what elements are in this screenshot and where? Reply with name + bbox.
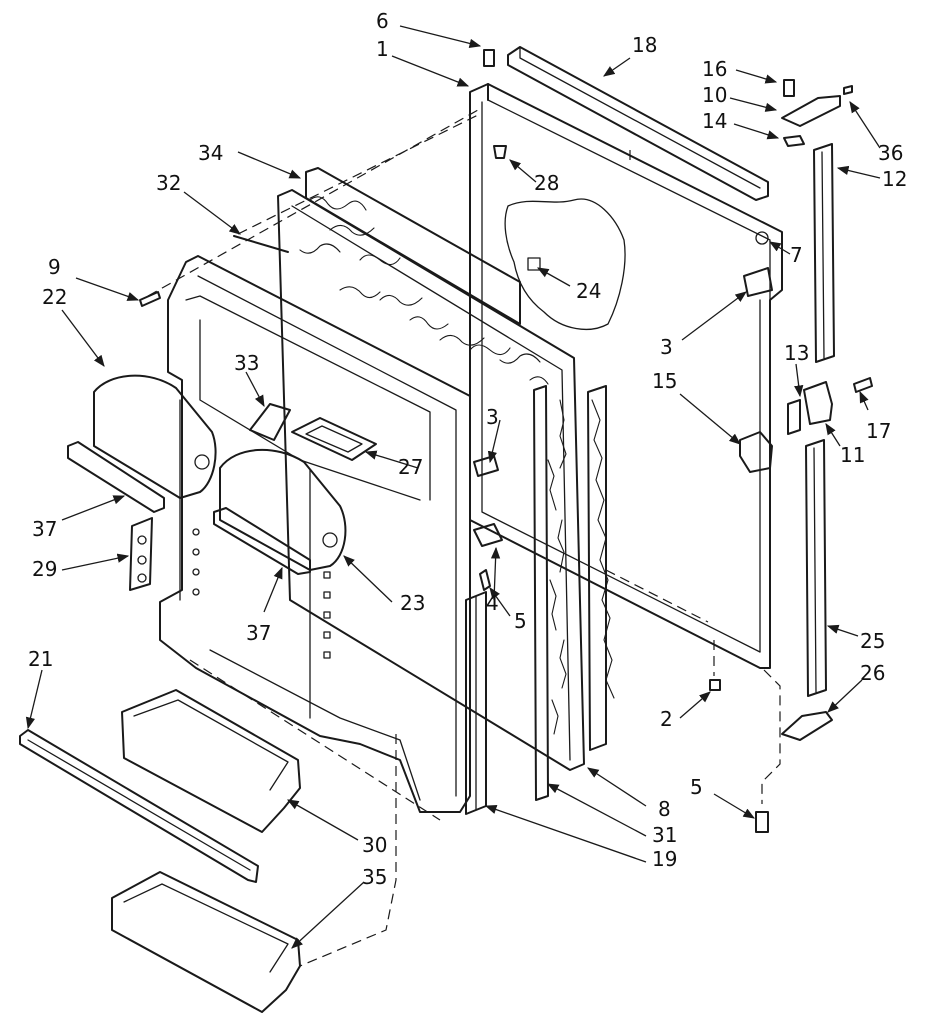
insulation-patch-24 [504, 198, 626, 330]
callout-36: 36 [878, 141, 903, 165]
callout-12: 12 [882, 167, 907, 191]
callout-4: 4 [486, 591, 499, 615]
callout-33: 33 [234, 351, 259, 375]
callout-leaders [25, 25, 881, 949]
callout-15: 15 [652, 369, 677, 393]
spacer-14 [783, 135, 805, 147]
callout-19: 19 [652, 847, 677, 871]
hinge-10 [781, 95, 841, 127]
callout-18: 18 [632, 33, 657, 57]
foam-panel-34 [277, 167, 585, 771]
ice-tray-27 [291, 417, 377, 461]
callout-32: 32 [156, 171, 181, 195]
callout-30: 30 [362, 833, 387, 857]
callout-2: 2 [660, 707, 673, 731]
callout-21: 21 [28, 647, 53, 671]
callout-35: 35 [362, 865, 387, 889]
callout-22: 22 [42, 285, 67, 309]
dairy-door-23 [219, 448, 347, 571]
screw-17 [853, 377, 873, 393]
screw-7 [755, 231, 769, 245]
callout-3-upper: 3 [660, 335, 673, 359]
door-bin-35 [111, 871, 301, 1013]
callout-26: 26 [860, 661, 885, 685]
callout-28: 28 [534, 171, 559, 195]
alignment-lines [147, 109, 781, 967]
plug-28 [493, 145, 507, 159]
callout-37-lower: 37 [246, 621, 271, 645]
callout-27: 27 [398, 455, 423, 479]
callout-1: 1 [376, 37, 389, 61]
pin-36 [843, 85, 853, 95]
callout-16: 16 [702, 57, 727, 81]
callout-5-center: 5 [514, 609, 527, 633]
callout-6: 6 [376, 9, 389, 33]
callout-31: 31 [652, 823, 677, 847]
callout-17: 17 [866, 419, 891, 443]
callout-labels: 6 1 18 16 10 14 36 12 34 28 32 7 9 24 22… [28, 9, 907, 889]
bracket-29 [129, 517, 153, 591]
door-bin-30 [121, 689, 301, 833]
hinge-3-upper [743, 267, 773, 297]
screw-5-center [479, 569, 491, 591]
gasket-strip-31 [533, 385, 549, 801]
bin-trim-21 [19, 729, 259, 883]
washer-4 [473, 523, 503, 547]
dairy-door-22 [93, 374, 217, 499]
foam-panel-8 [587, 385, 615, 751]
callout-10: 10 [702, 83, 727, 107]
handle-mount-11 [803, 381, 833, 425]
shelf-37-upper [67, 441, 165, 513]
callout-25: 25 [860, 629, 885, 653]
callout-7: 7 [790, 243, 803, 267]
screw-16 [783, 79, 795, 97]
callout-8: 8 [658, 797, 671, 821]
callout-37-upper: 37 [32, 517, 57, 541]
shelf-37-lower [213, 507, 311, 575]
rod-32 [233, 235, 289, 253]
callout-3-center: 3 [486, 405, 499, 429]
screw-9 [139, 291, 161, 307]
door-liner [159, 255, 471, 813]
callout-29: 29 [32, 557, 57, 581]
plug-2 [709, 679, 721, 691]
callout-11: 11 [840, 443, 865, 467]
hinge-3-center [473, 455, 499, 477]
hinge-15 [739, 431, 773, 473]
screw-5-lower [755, 811, 769, 833]
callout-23: 23 [400, 591, 425, 615]
callout-13: 13 [784, 341, 809, 365]
callout-14: 14 [702, 109, 727, 133]
handle-cap-13 [787, 399, 801, 435]
top-trim-18 [507, 46, 769, 201]
screw-6 [483, 49, 495, 67]
callout-34: 34 [198, 141, 223, 165]
butter-tray-33 [249, 403, 291, 441]
callout-9: 9 [48, 255, 61, 279]
handle-12 [813, 143, 835, 363]
callout-24: 24 [576, 279, 601, 303]
handle-25 [805, 439, 827, 697]
handle-mount-26 [781, 711, 833, 741]
callout-5-lower: 5 [690, 775, 703, 799]
